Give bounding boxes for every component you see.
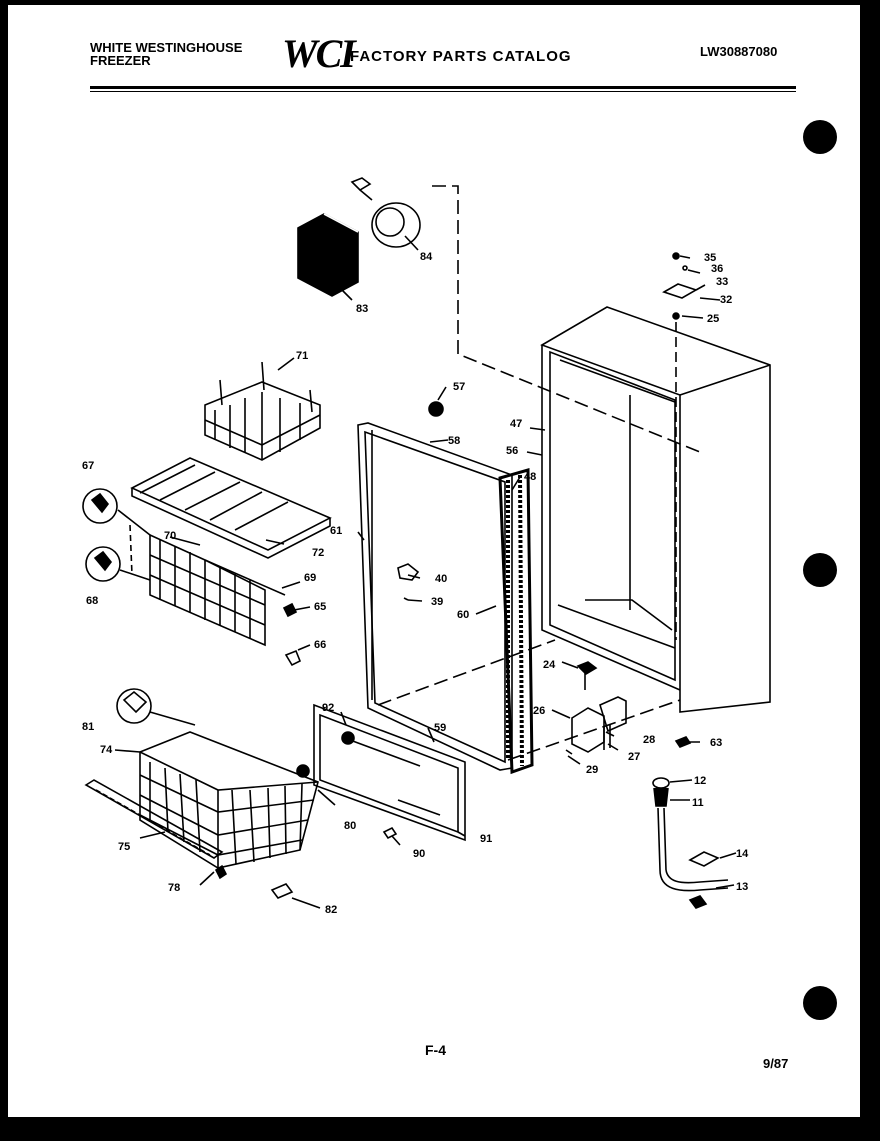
kick-plate <box>296 703 466 842</box>
callout-58: 58 <box>448 435 460 447</box>
callout-59: 59 <box>434 722 446 734</box>
shelf-72 <box>130 457 332 559</box>
header-rule-thin <box>90 91 796 92</box>
brand-block: WHITE WESTINGHOUSE FREEZER <box>90 41 242 67</box>
clip-68 <box>85 546 121 582</box>
model-number: LW30887080 <box>700 44 778 59</box>
callout-24: 24 <box>543 659 556 671</box>
fan-motor-assembly <box>297 177 421 297</box>
callout-29: 29 <box>586 764 598 776</box>
wire-basket-69 <box>149 533 286 647</box>
callout-12: 12 <box>694 775 706 787</box>
callout-14: 14 <box>736 848 749 860</box>
callout-11: 11 <box>692 797 704 809</box>
callout-66: 66 <box>314 639 326 651</box>
callout-74: 74 <box>100 744 113 756</box>
callout-60: 60 <box>457 609 469 621</box>
callout-32: 32 <box>720 294 732 306</box>
callout-40: 40 <box>435 573 447 585</box>
callout-70: 70 <box>164 530 176 542</box>
callout-25: 25 <box>707 313 719 325</box>
brand-line-2: FREEZER <box>90 53 151 68</box>
door-gasket <box>498 468 534 775</box>
page-reference: F-4 <box>425 1042 446 1058</box>
callout-63: 63 <box>710 737 722 749</box>
clip-67 <box>82 488 118 524</box>
callout-26: 26 <box>533 705 545 717</box>
clip-81 <box>116 688 152 724</box>
callout-33: 33 <box>716 276 728 288</box>
binder-hole <box>803 120 837 154</box>
binder-hole <box>803 553 837 587</box>
drain-assembly <box>652 777 729 909</box>
callout-90: 90 <box>413 848 425 860</box>
callout-27: 27 <box>628 751 640 763</box>
callout-13: 13 <box>736 881 748 893</box>
freezer-cabinet <box>540 306 771 713</box>
callout-labels: 84 83 71 67 70 72 69 65 68 66 57 58 47 5… <box>82 251 749 916</box>
callout-92: 92 <box>322 702 334 714</box>
wci-logo: WCI <box>282 31 356 76</box>
callout-47: 47 <box>510 418 522 430</box>
front-bar-75 <box>84 779 224 859</box>
callout-35: 35 <box>704 252 716 264</box>
catalog-date: 9/87 <box>763 1056 789 1071</box>
callout-84: 84 <box>420 251 433 263</box>
brand-line-1: WHITE WESTINGHOUSE <box>90 40 243 55</box>
callout-68: 68 <box>86 595 98 607</box>
callout-48: 48 <box>524 471 536 483</box>
callout-78: 78 <box>168 882 180 894</box>
callout-36: 36 <box>711 263 723 275</box>
callout-61: 61 <box>330 525 342 537</box>
callout-56: 56 <box>506 445 518 457</box>
callout-91: 91 <box>480 833 492 845</box>
callout-57: 57 <box>453 381 465 393</box>
header-rule <box>90 86 796 89</box>
binder-hole <box>803 986 837 1020</box>
callout-80: 80 <box>344 820 356 832</box>
callout-39: 39 <box>431 596 443 608</box>
bottom-hinge-assembly <box>565 661 692 755</box>
callout-69: 69 <box>304 572 316 584</box>
catalog-title: FACTORY PARTS CATALOG <box>350 48 572 65</box>
callout-72: 72 <box>312 547 324 559</box>
callout-71: 71 <box>296 350 308 362</box>
callout-28: 28 <box>643 734 655 746</box>
freezer-basket-74 <box>139 731 319 869</box>
wire-basket-71 <box>204 361 321 461</box>
callout-67: 67 <box>82 460 94 472</box>
callout-65: 65 <box>314 601 326 613</box>
callout-83: 83 <box>356 303 368 315</box>
callout-82: 82 <box>325 904 337 916</box>
callout-75: 75 <box>118 841 130 853</box>
callout-81: 81 <box>82 721 94 733</box>
